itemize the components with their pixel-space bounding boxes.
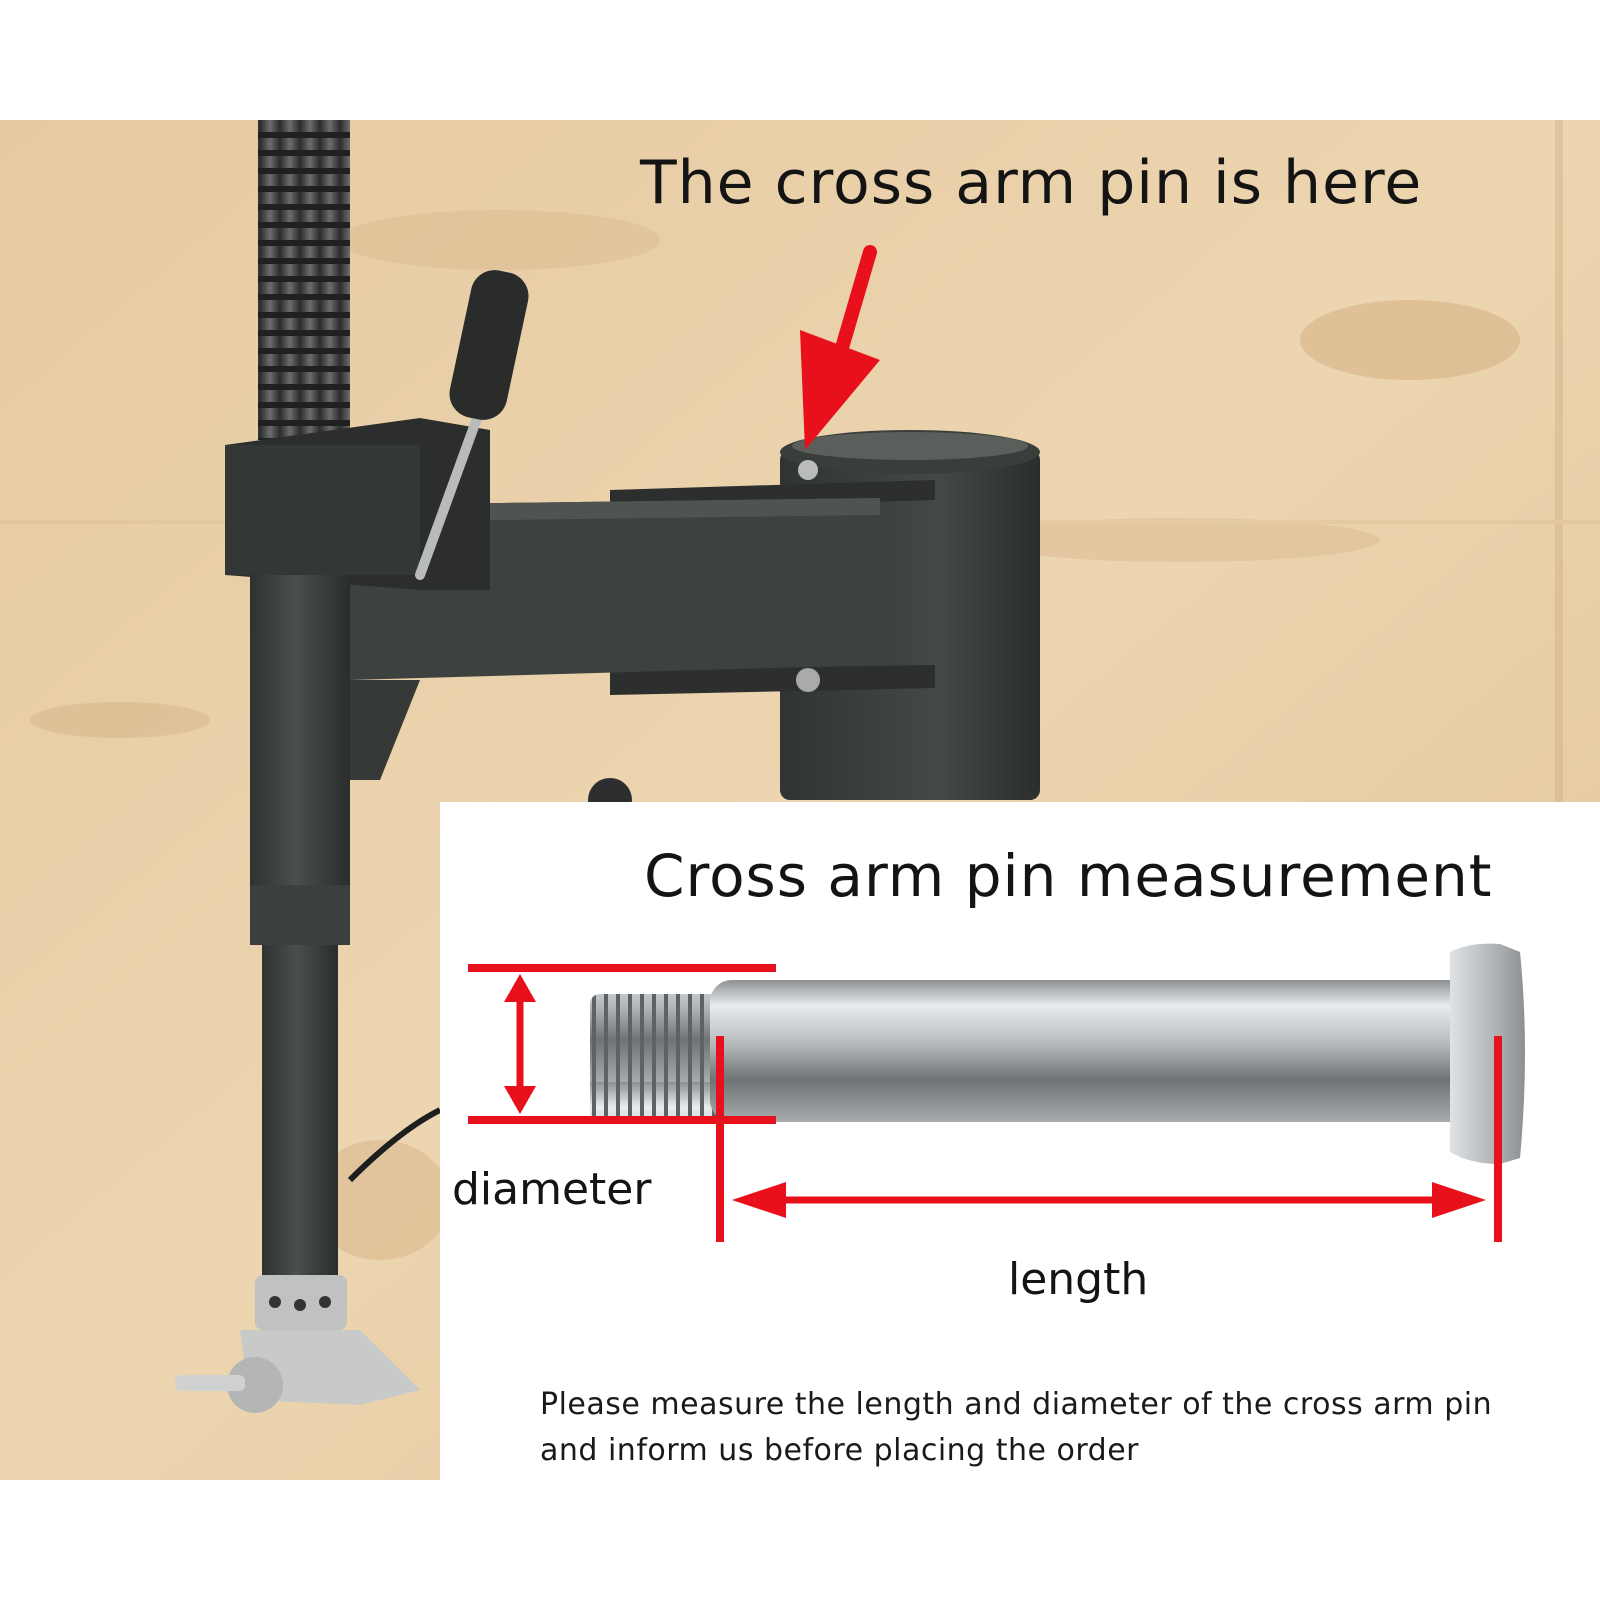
pin-thread <box>590 994 720 1124</box>
machine-photo-drawing <box>0 120 1600 1480</box>
photo-caption: The cross arm pin is here <box>640 148 1423 218</box>
length-label: length <box>1008 1254 1149 1305</box>
pin-nut <box>796 668 820 692</box>
hex-shaft <box>262 945 338 1275</box>
vertical-screw <box>258 120 350 440</box>
measurement-note: Please measure the length and diameter o… <box>540 1387 1493 1468</box>
mount-demount-head <box>240 1330 420 1405</box>
inset-title: Cross arm pin measurement <box>644 842 1493 910</box>
locking-lever <box>415 270 529 580</box>
pin-shaft <box>710 980 1480 1122</box>
lower-pivot-plate <box>610 665 935 695</box>
pin-head <box>798 460 818 480</box>
diameter-label: diameter <box>452 1164 652 1215</box>
diameter-marker <box>468 964 776 1124</box>
length-marker <box>716 1036 1502 1242</box>
pin-head-end <box>1450 943 1525 1164</box>
pointer-arrow <box>800 245 880 450</box>
machine-photo <box>0 120 1600 1480</box>
measurement-inset: Cross arm pin measurement diameter lengt… <box>440 802 1600 1480</box>
vertical-column <box>250 575 350 885</box>
pin-diagram <box>468 943 1525 1242</box>
